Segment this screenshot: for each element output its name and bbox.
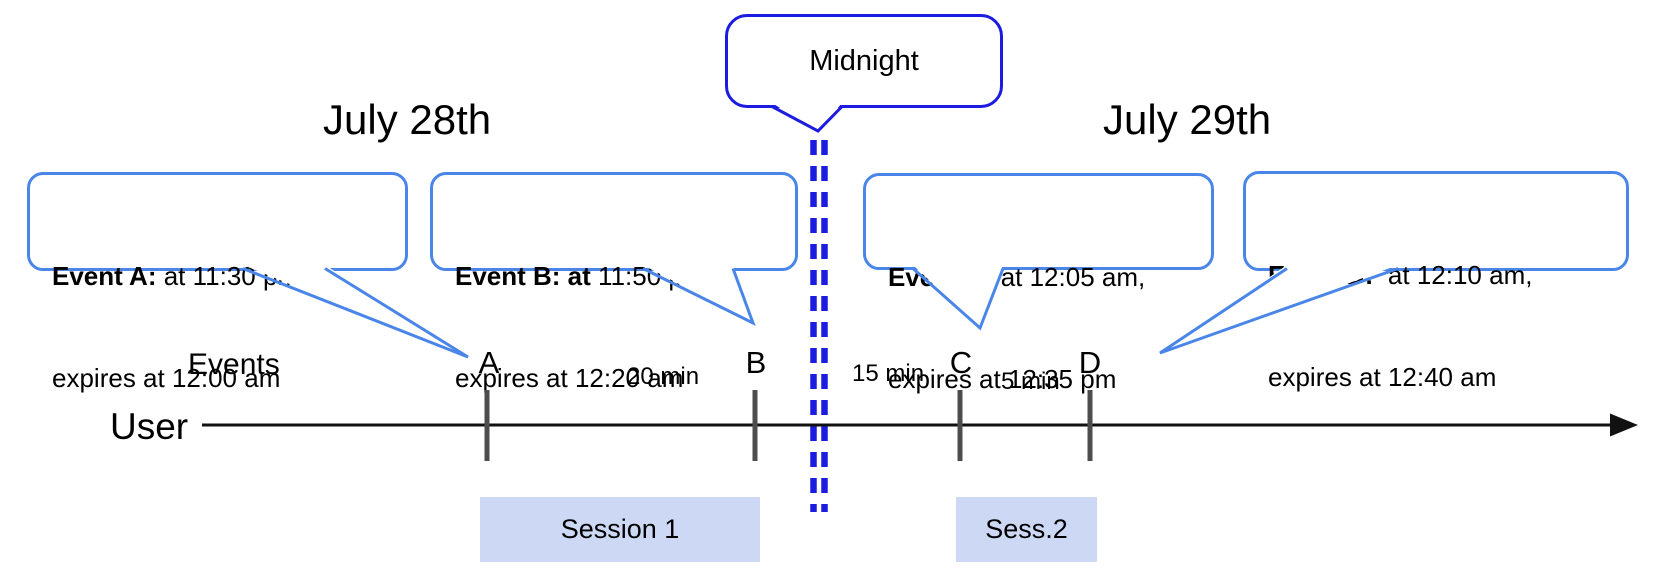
date-label-july-29: July 29th xyxy=(1103,96,1272,143)
event-c-line1: Event C: at 12:05 am, xyxy=(888,260,1211,294)
event-d-line2: expires at 12:40 am xyxy=(1268,362,1497,392)
event-b-line1: Event B: at 11:50 pm, xyxy=(455,259,795,293)
event-a-title: Event A: xyxy=(52,261,157,291)
event-b-callout: Event B: at 11:50 pm, expires at 12:20 a… xyxy=(430,172,798,393)
tick-label-d: D xyxy=(1078,345,1102,380)
session-1-box: Session 1 xyxy=(480,497,760,562)
session-1-label: Session 1 xyxy=(560,514,680,544)
event-c-time: at 12:05 am, xyxy=(993,262,1146,292)
date-label-july-28: July 28th xyxy=(323,96,492,143)
event-c-line2: expires at 12:35 pm xyxy=(888,364,1117,394)
event-d-time: at 12:10 am, xyxy=(1373,260,1533,290)
tick-label-b: B xyxy=(745,345,767,380)
event-a-callout: Event A: at 11:30 pm, expires at 12:00 a… xyxy=(27,172,408,393)
event-c-title: Event C: xyxy=(888,262,994,292)
event-b-title: Event B: at xyxy=(455,261,591,291)
midnight-callout-label: Midnight xyxy=(809,44,919,77)
interval-label-20min: 20 min xyxy=(627,363,700,390)
event-d-line1: Event D: at 12:10 am, xyxy=(1268,258,1626,292)
session-2-label: Sess.2 xyxy=(985,514,1068,544)
event-d-title: Event D: xyxy=(1268,260,1374,290)
user-row-label: User xyxy=(110,406,189,447)
event-a-line2: expires at 12:00 am xyxy=(52,363,281,393)
event-a-time: at 11:30 pm, xyxy=(156,261,307,291)
interval-label-15min: 15 min xyxy=(852,360,925,387)
session-2-box: Sess.2 xyxy=(956,497,1097,562)
event-b-line2: expires at 12:20 am xyxy=(455,363,684,393)
event-d-callout: Event D: at 12:10 am, expires at 12:40 a… xyxy=(1243,171,1629,392)
midnight-callout: Midnight xyxy=(725,14,1003,108)
tick-label-c: C xyxy=(949,345,973,380)
midnight-callout-pointer-outline xyxy=(771,105,844,133)
event-a-line1: Event A: at 11:30 pm, xyxy=(52,259,405,293)
interval-label-5min: 5 min xyxy=(1001,368,1060,395)
event-b-time: 11:50 pm, xyxy=(590,261,712,291)
event-c-callout: Event C: at 12:05 am, expires at 12:35 p… xyxy=(863,173,1214,394)
tick-label-a: A xyxy=(478,345,500,380)
